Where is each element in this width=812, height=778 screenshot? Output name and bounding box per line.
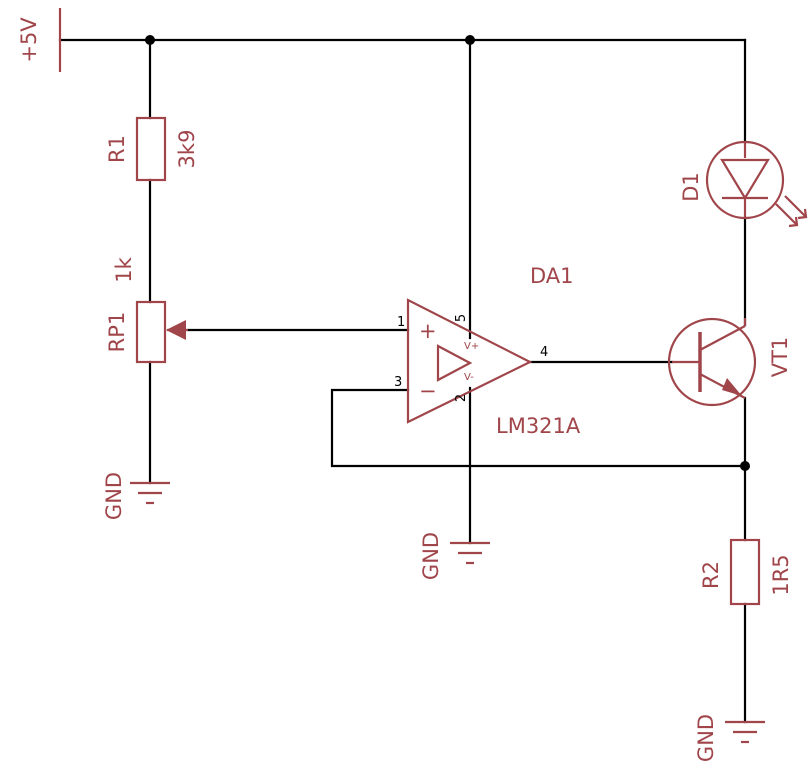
- junction-dot: [465, 35, 475, 45]
- opamp-pin-1: 1: [397, 315, 405, 330]
- opamp-inner-triangle-icon: [436, 344, 473, 382]
- r1-body: [135, 116, 167, 182]
- wiper-arrow-icon: [166, 320, 186, 340]
- transistor-vt1: VT1: [667, 317, 792, 407]
- r1-name-label: R1: [105, 135, 129, 163]
- ground-left: GND: [102, 472, 170, 520]
- rp1-value-label: 1k: [112, 256, 136, 282]
- opamp-plus-sign: +: [419, 319, 437, 343]
- resistor-r1: R1 3k9: [105, 116, 199, 182]
- d1-name-label: D1: [679, 172, 703, 202]
- opamp-pin-5: 5: [454, 314, 469, 322]
- r2-body: [729, 538, 761, 606]
- opamp-pin-2: 2: [454, 394, 469, 402]
- feedback-wire: [330, 388, 747, 468]
- transistor-body: [667, 317, 757, 407]
- resistor-r2: R2 1R5: [699, 538, 793, 606]
- vt1-name-label: VT1: [768, 337, 792, 378]
- junction-dot: [740, 461, 750, 471]
- light-emission-icon: [775, 195, 808, 228]
- da1-value-label: LM321A: [496, 414, 581, 438]
- r2-name-label: R2: [699, 561, 723, 589]
- rp1-body: [135, 300, 167, 364]
- gnd-right-label: GND: [694, 714, 718, 762]
- emitter-arrow-icon: [722, 378, 742, 396]
- opamp-vminus-label: V-: [464, 372, 474, 383]
- opamp-da1: + − V+ V- 1 3 4 5 2 DA1 LM321A: [394, 264, 581, 438]
- opamp-pin-3: 3: [394, 375, 402, 390]
- led-d1: D1: [679, 140, 808, 228]
- junction-dot: [145, 35, 155, 45]
- r2-value-label: 1R5: [769, 554, 793, 595]
- r1-value-label: 3k9: [175, 130, 199, 169]
- gnd-left-label: GND: [102, 472, 126, 520]
- wires: [58, 38, 747, 724]
- ground-right: GND: [694, 714, 765, 762]
- ground-middle: GND: [419, 532, 490, 580]
- supply-label: +5V: [17, 17, 41, 63]
- opamp-triangle: [406, 298, 533, 424]
- potentiometer-rp1: 1k RP1: [105, 256, 188, 364]
- opamp-pin-4: 4: [540, 345, 548, 360]
- opamp-vplus-label: V+: [464, 341, 479, 352]
- rp1-name-label: RP1: [105, 312, 129, 353]
- opamp-minus-sign: −: [419, 379, 437, 403]
- led-diode-icon: [720, 158, 770, 201]
- gnd-mid-label: GND: [419, 532, 443, 580]
- da1-name-label: DA1: [530, 264, 574, 288]
- supply-symbol: +5V: [17, 8, 62, 72]
